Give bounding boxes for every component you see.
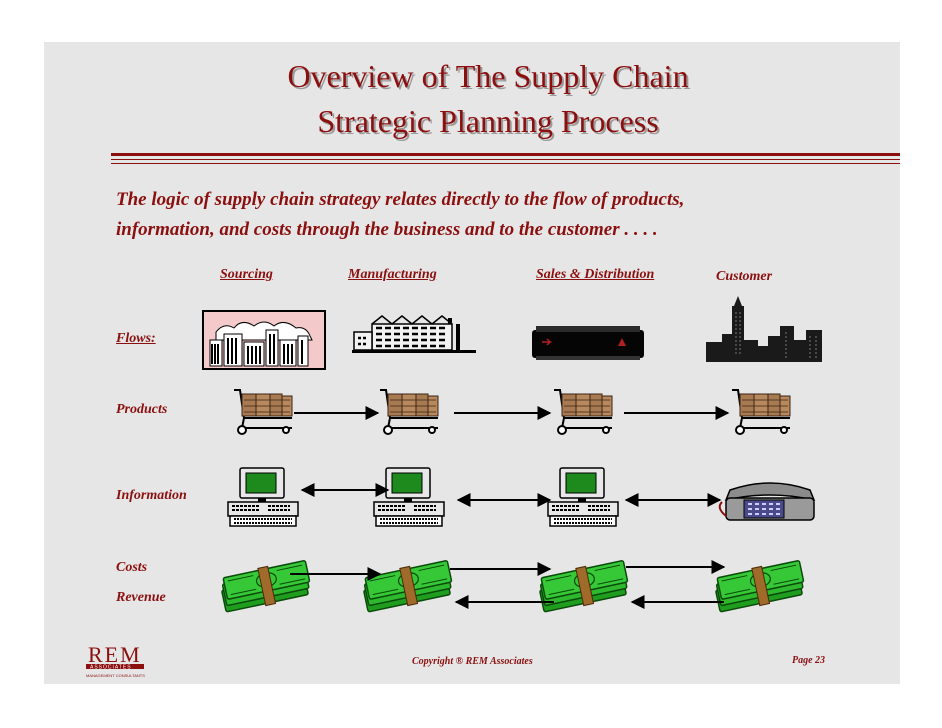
svg-text:ASSOCIATES: ASSOCIATES <box>90 665 132 671</box>
column-manufacturing: Manufacturing <box>348 267 437 282</box>
intro-line-2: information, and costs through the busin… <box>116 219 658 240</box>
svg-text:MANAGEMENT CONSULTANTS: MANAGEMENT CONSULTANTS <box>86 673 145 678</box>
row-label-information: Information <box>116 488 187 503</box>
column-sales-distribution: Sales & Distribution <box>536 267 655 282</box>
row-label-flows: Flows: <box>116 331 156 346</box>
city-skyline-icon <box>706 296 822 362</box>
telephone-icon <box>718 482 816 521</box>
factory-city-icon <box>202 310 326 370</box>
column-sourcing: Sourcing <box>220 267 273 282</box>
warehouse-icon <box>532 326 644 360</box>
rem-logo: REM ASSOCIATES MANAGEMENT CONSULTANTS <box>86 642 158 687</box>
title-rule-bottom <box>111 163 900 164</box>
title-line-1: Overview of The Supply Chain <box>287 58 689 94</box>
title-rule-top <box>111 153 900 156</box>
page-number: Page 23 <box>792 655 826 666</box>
flow-diagram <box>217 389 816 615</box>
row-label-products: Products <box>116 402 168 417</box>
column-customer: Customer <box>716 269 773 284</box>
svg-text:REM: REM <box>88 642 142 667</box>
cart-icon <box>233 389 293 435</box>
money-icon <box>217 557 314 615</box>
computer-icon <box>373 467 445 527</box>
computer-icon <box>547 467 619 527</box>
money-icon <box>535 557 632 615</box>
row-label-costs: Costs <box>116 560 148 575</box>
title-line-2: Strategic Planning Process <box>317 103 659 139</box>
factory-icon <box>352 315 476 353</box>
cart-icon <box>379 389 439 435</box>
money-icon <box>711 557 808 615</box>
intro-line-1: The logic of supply chain strategy relat… <box>116 189 685 210</box>
row-label-revenue: Revenue <box>116 590 166 605</box>
cart-icon <box>553 389 613 435</box>
cart-icon <box>731 389 791 435</box>
computer-icon <box>227 467 299 527</box>
slide: Overview of The Supply Chain Strategic P… <box>44 42 900 684</box>
copyright: Copyright ® REM Associates <box>412 656 533 667</box>
rem-logo-mark: REM ASSOCIATES MANAGEMENT CONSULTANTS <box>86 642 145 678</box>
money-icon <box>359 557 456 615</box>
title-rule-mid <box>111 159 900 160</box>
